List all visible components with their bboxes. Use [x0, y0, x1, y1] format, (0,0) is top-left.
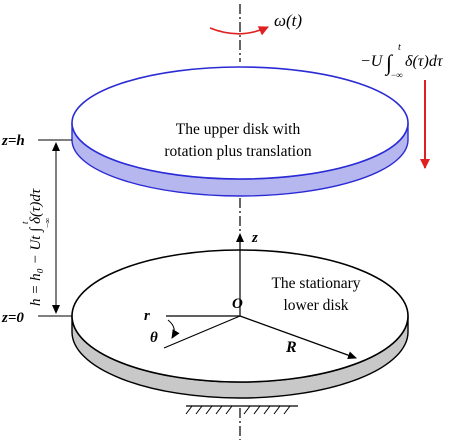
velocity-upper-limit: t [398, 42, 401, 53]
ground-support [185, 405, 298, 415]
upper-disk-label-line2: rotation plus translation [164, 143, 311, 160]
radius-R-arrow [239, 315, 357, 360]
z-equals-h-label: z=h [1, 133, 25, 149]
lower-disk-label-line1: The stationary [271, 275, 360, 292]
gap-upper-limit: t [20, 221, 30, 224]
theta-reference-line [163, 315, 241, 349]
gap-formula-text: h = h₀ − Ut ∫ δ(τ)dτ [28, 188, 44, 306]
upper-disk-label-line1: The upper disk with [176, 121, 301, 138]
z-axis-label: z [251, 230, 258, 246]
velocity-prefix: −U [360, 53, 384, 70]
theta-arc-arrow [167, 319, 180, 339]
upper-disk-top [71, 66, 409, 180]
upper-disk: The upper disk with rotation plus transl… [71, 66, 409, 197]
velocity-lower-limit: −∞ [391, 70, 403, 80]
velocity-label: −U ∫ t −∞ δ(τ)dτ [360, 42, 444, 80]
gap-lower-limit: −∞ [43, 217, 52, 228]
theta-label: θ [150, 330, 158, 346]
origin-label: O [232, 296, 243, 312]
velocity-integral-sign: ∫ [384, 50, 394, 76]
lower-disk-label-line2: lower disk [283, 297, 348, 314]
z-equals-0-label: z=0 [1, 310, 24, 326]
rotation-arrow [209, 26, 269, 36]
velocity-body: δ(τ)dτ [405, 53, 444, 70]
gap-formula: h = h₀ − Ut ∫ δ(τ)dτ t −∞ [20, 188, 52, 306]
radius-R-label: R [285, 339, 297, 356]
radius-r-label: r [144, 308, 150, 324]
omega-label: ω(t) [274, 11, 302, 30]
